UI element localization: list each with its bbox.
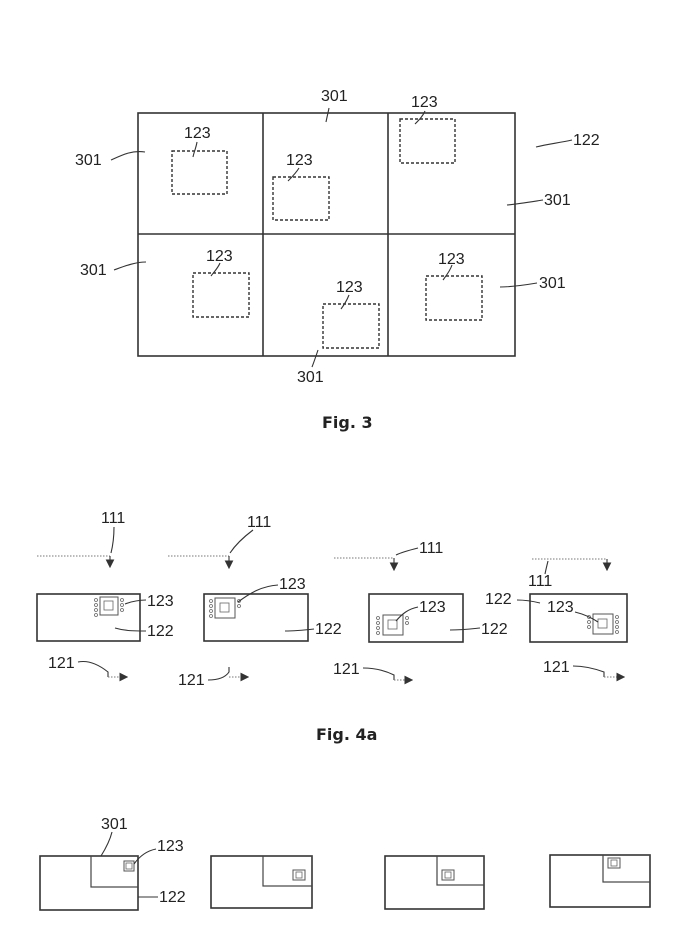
fig3-chip-region-3 (400, 119, 455, 163)
fig4a-p4-leader-121 (573, 666, 604, 677)
fig3-label-301-top: 301 (321, 88, 348, 105)
fig4a-p4-chip (588, 614, 619, 634)
fig4b-p1-label-301: 301 (101, 816, 128, 833)
fig4a-p2-leader-122 (285, 629, 314, 631)
fig4a-p1-label-121: 121 (48, 655, 75, 672)
fig4a-p2-leader-121 (208, 667, 229, 680)
fig4a-p4-label-122: 122 (485, 591, 512, 608)
fig4a-p4-leader-122 (517, 600, 540, 603)
fig4b-p1-label-123: 123 (157, 838, 184, 855)
fig4b-p4-wafer (550, 855, 650, 907)
fig3-label-123-top-left: 123 (184, 125, 211, 142)
fig4a-p3-label-123: 123 (419, 599, 446, 616)
fig3-chip-region-2 (273, 177, 329, 220)
fig3-leader-301-e (500, 283, 537, 287)
fig3-leader-123-5 (341, 295, 349, 309)
fig4b-panel-1: 301 123 122 (40, 816, 186, 910)
fig4b-p2-chip (293, 870, 305, 880)
fig4a-p2-label-111: 111 (247, 514, 271, 531)
fig4a-p1-leader-121 (78, 661, 108, 677)
fig4a-p3-label-121: 121 (333, 661, 360, 678)
fig4b: 301 123 122 (40, 816, 650, 910)
fig3-label-123-top-middle: 123 (286, 152, 313, 169)
fig3-leader-301-b (326, 108, 329, 122)
fig4a-p4-label-123: 123 (547, 599, 574, 616)
fig4b-p1-leader-301 (101, 832, 112, 856)
fig3-leader-122 (536, 140, 572, 147)
fig4b-p3-chip (442, 870, 454, 880)
fig3: 301 123 123 123 301 122 301 123 123 301 … (75, 88, 600, 432)
fig4a-p3-leader-122 (450, 628, 480, 630)
fig3-chip-region-5 (323, 304, 379, 348)
fig3-label-301-right-bottom: 301 (539, 275, 566, 292)
fig3-leader-301-a (111, 152, 145, 160)
fig4a-p1-label-111: 111 (101, 510, 125, 527)
fig4b-panel-3 (385, 856, 484, 909)
fig4a-p3-label-111: 111 (419, 540, 443, 557)
fig4a-p2-leader-111 (230, 530, 253, 553)
fig3-label-123-bottom-middle: 123 (336, 279, 363, 296)
fig4a-caption: Fig. 4a (316, 725, 377, 744)
fig3-leader-123-1 (193, 142, 197, 157)
fig4b-p2-wafer (211, 856, 312, 908)
fig4a-p1-leader-123 (125, 600, 146, 604)
fig4a-p1-leader-122 (115, 628, 146, 631)
fig3-label-123-bottom-left: 123 (206, 248, 233, 265)
fig4a-p2-chip (210, 598, 241, 618)
fig4a-p3-chip (377, 615, 409, 635)
fig4a: 111 123 122 121 111 (37, 510, 627, 744)
fig4a-p4-label-121: 121 (543, 659, 570, 676)
fig4a-p3-leader-121 (363, 668, 394, 680)
fig4b-panel-4 (550, 855, 650, 907)
fig3-chip-region-4 (193, 273, 249, 317)
fig4a-p1-leader-111 (111, 527, 114, 553)
fig3-chip-region-1 (172, 151, 227, 194)
fig4a-panel-1: 111 123 122 121 (37, 510, 174, 677)
fig4b-p3-wafer (385, 856, 484, 909)
fig3-caption: Fig. 3 (322, 413, 373, 432)
fig3-label-301-left-bottom: 301 (80, 262, 107, 279)
fig3-leader-301-d (114, 262, 146, 270)
fig4a-p1-label-123: 123 (147, 593, 174, 610)
fig3-leader-123-2 (288, 168, 299, 181)
fig3-label-122: 122 (573, 132, 600, 149)
fig4a-panel-2: 111 123 122 121 (168, 514, 342, 689)
fig4b-p1-chip (124, 861, 134, 871)
fig3-label-123-top-right: 123 (411, 94, 438, 111)
fig3-label-301-right-top: 301 (544, 192, 571, 209)
fig4a-p2-label-122: 122 (315, 621, 342, 638)
fig4b-p4-chip (608, 858, 620, 868)
fig4b-panel-2 (211, 856, 312, 908)
fig3-leader-301-f (312, 350, 318, 367)
fig4a-p2-label-123: 123 (279, 576, 306, 593)
fig4a-p1-label-122: 122 (147, 623, 174, 640)
fig4a-p4-label-111: 111 (528, 573, 552, 590)
fig4a-p1-wafer (37, 594, 140, 641)
fig4a-p3-leader-111 (396, 548, 418, 555)
fig4a-p3-label-122: 122 (481, 621, 508, 638)
fig4b-p1-label-122: 122 (159, 889, 186, 906)
fig4a-panel-3: 111 123 122 121 (333, 540, 508, 680)
fig3-label-301-left-top: 301 (75, 152, 102, 169)
fig4b-p1-wafer (40, 856, 138, 910)
fig3-label-123-bottom-right: 123 (438, 251, 465, 268)
fig3-leader-301-c (507, 200, 543, 205)
fig4a-p2-label-121: 121 (178, 672, 205, 689)
fig4a-panel-4: 111 123 122 121 (485, 559, 627, 677)
fig3-label-301-bottom: 301 (297, 369, 324, 386)
fig4a-p1-chip (95, 597, 124, 617)
fig3-chip-region-6 (426, 276, 482, 320)
